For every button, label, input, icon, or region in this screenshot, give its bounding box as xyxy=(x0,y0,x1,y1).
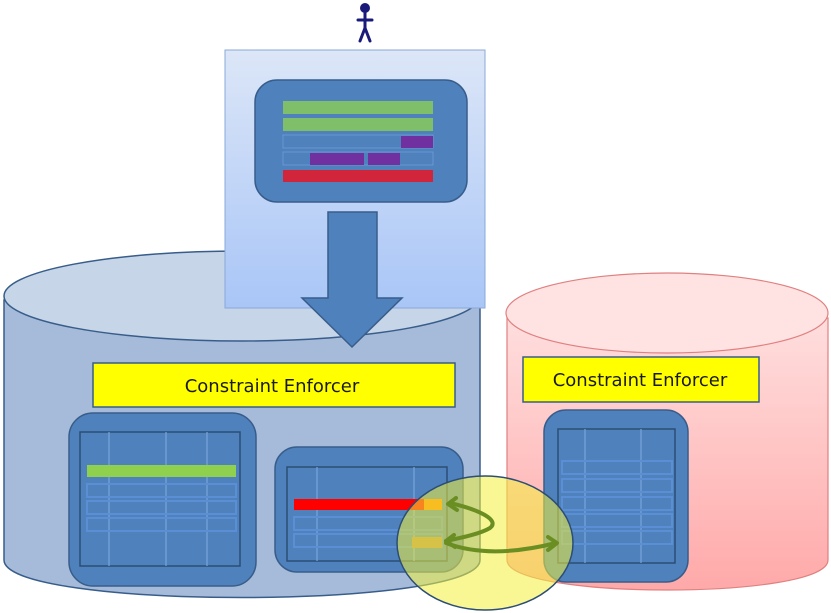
form-field-purple-1 xyxy=(401,136,433,148)
left-table-2-red-row xyxy=(294,499,424,510)
left-enforcer-label: Constraint Enforcer xyxy=(185,376,360,397)
form-rows xyxy=(282,101,434,182)
bidirectional-arrow-1 xyxy=(444,501,495,543)
left-constraint-enforcer: Constraint Enforcer xyxy=(92,362,456,408)
left-enforcer-box xyxy=(92,362,456,408)
link-arrows xyxy=(444,496,559,554)
overlap-highlight xyxy=(396,475,574,611)
client-panel xyxy=(224,49,486,349)
left-table-1-grid xyxy=(79,431,241,567)
form-row-green-1 xyxy=(283,101,433,114)
left-table-1-lines xyxy=(86,432,237,566)
right-constraint-enforcer: Constraint Enforcer xyxy=(522,356,760,403)
right-enforcer-label: Constraint Enforcer xyxy=(553,370,728,391)
form-field-purple-2 xyxy=(310,153,364,165)
arrowhead-1a xyxy=(446,496,459,512)
form-row-red xyxy=(283,170,433,182)
right-table xyxy=(543,409,689,583)
form-field-purple-3 xyxy=(368,153,400,165)
left-table-1-highlight-row xyxy=(87,465,236,477)
arrowhead-2 xyxy=(546,535,559,552)
right-enforcer-box xyxy=(522,356,760,403)
down-arrow-icon xyxy=(300,211,404,349)
form-row-green-2 xyxy=(283,118,433,131)
person-icon xyxy=(356,3,374,43)
left-table-1 xyxy=(68,412,257,587)
right-database-top xyxy=(505,272,829,354)
bidirectional-arrow-2 xyxy=(444,541,558,554)
